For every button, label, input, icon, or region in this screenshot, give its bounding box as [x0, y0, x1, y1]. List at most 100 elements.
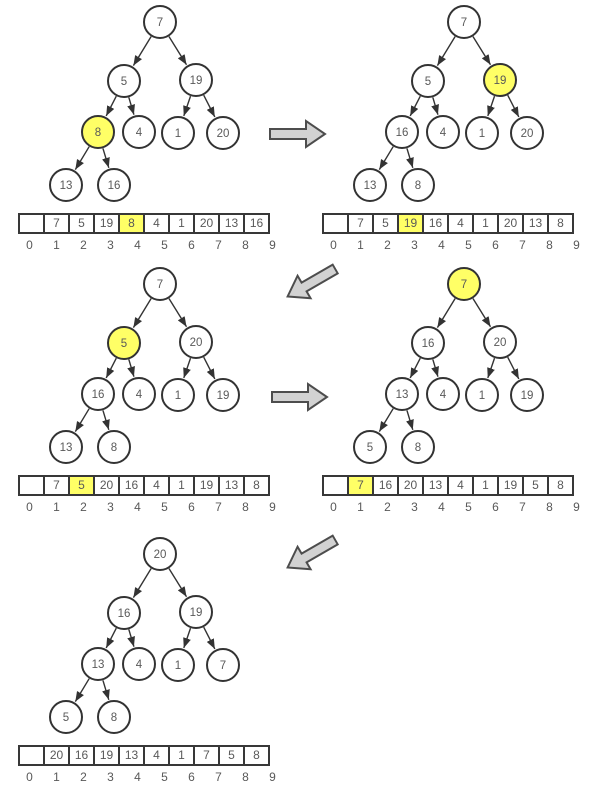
array-index-label: 2 [384, 500, 391, 514]
tree-node-value: 1 [175, 660, 181, 672]
tree-node [401, 168, 435, 202]
tree-node [465, 378, 499, 412]
array-cell: 4 [143, 213, 170, 234]
array-cell: 8 [243, 745, 270, 766]
tree-node-value: 20 [494, 337, 507, 349]
tree-node [385, 115, 419, 149]
array-index-label: 5 [161, 770, 168, 784]
tree-edge-arrow [183, 357, 192, 379]
tree-node [161, 378, 195, 412]
array-cell: 19 [497, 475, 524, 496]
tree-edge-arrow [436, 36, 456, 66]
array-cell [18, 745, 45, 766]
tree-node-highlighted [483, 63, 517, 97]
tree-node-value: 19 [494, 75, 507, 87]
array-cell [18, 475, 45, 496]
array-index-label: 8 [242, 770, 249, 784]
array-index-label: 4 [134, 238, 141, 252]
array-cell [322, 475, 349, 496]
tree-node-value: 7 [220, 660, 226, 672]
array-cell: 13 [522, 213, 549, 234]
array-index-label: 2 [80, 500, 87, 514]
tree-node-value: 20 [521, 128, 534, 140]
tree-node [122, 647, 156, 681]
array-cell: 1 [168, 745, 195, 766]
array-cell: 16 [243, 213, 270, 234]
tree-node-value: 8 [111, 442, 117, 454]
tree-edge-arrow [102, 410, 110, 430]
tree-node [483, 325, 517, 359]
tree-node-value: 20 [217, 128, 230, 140]
array-index-label: 3 [107, 500, 114, 514]
array-index-label: 0 [26, 770, 33, 784]
tree-edge-arrow [409, 95, 421, 117]
tree-node-value: 4 [136, 127, 143, 139]
tree-node [426, 115, 460, 149]
array-index-label: 4 [134, 770, 141, 784]
tree-edge-arrow [378, 408, 394, 432]
tree-node-value: 8 [95, 127, 101, 139]
tree-node [49, 700, 83, 734]
array-index-label: 5 [465, 238, 472, 252]
array-index-label: 6 [188, 500, 195, 514]
tree-node [107, 596, 141, 630]
array-cell: 4 [143, 745, 170, 766]
array-index-label: 0 [26, 238, 33, 252]
array-index-label: 8 [546, 238, 553, 252]
tree-node [411, 64, 445, 98]
tree-edge-arrow [127, 359, 135, 377]
tree-edge-arrow [183, 95, 192, 117]
array-index-label: 5 [161, 238, 168, 252]
array-cell: 16 [372, 475, 399, 496]
tree-node-value: 13 [396, 389, 409, 401]
tree-node [122, 115, 156, 149]
array-cell: 13 [218, 213, 245, 234]
tree-node-value: 5 [121, 76, 127, 88]
array-cell: 1 [472, 475, 499, 496]
tree-node [179, 63, 213, 97]
array-cell-highlighted: 19 [397, 213, 424, 234]
tree-edge-arrow [203, 94, 216, 118]
tree-node [107, 64, 141, 98]
tree-node-value: 20 [190, 337, 203, 349]
tree-edge-arrow [132, 568, 152, 598]
tree-edge-arrow [409, 357, 421, 379]
tree-edge-arrow [105, 627, 117, 649]
array-cell: 13 [422, 475, 449, 496]
tree-edge-arrow [168, 36, 188, 66]
array-cell: 7 [193, 745, 220, 766]
tree-edge-arrow [105, 95, 117, 117]
tree-node [206, 648, 240, 682]
tree-node-value: 19 [217, 390, 230, 402]
array-cell: 7 [347, 213, 374, 234]
array-index-label: 8 [242, 238, 249, 252]
tree-edge-arrow [507, 94, 520, 118]
tree-node [161, 648, 195, 682]
array-index-label: 7 [215, 238, 222, 252]
tree-edge-arrow [74, 408, 90, 432]
array-cell: 1 [168, 213, 195, 234]
array-cell: 13 [218, 475, 245, 496]
tree-node [510, 378, 544, 412]
array-cell: 4 [447, 475, 474, 496]
array-index-label: 2 [384, 238, 391, 252]
tree-node-value: 19 [190, 607, 203, 619]
tree-node [426, 377, 460, 411]
tree-node-value: 16 [396, 127, 409, 139]
tree-edge-arrow [431, 97, 439, 115]
array-index-label: 1 [53, 770, 60, 784]
tree-node [411, 326, 445, 360]
tree-node-value: 1 [175, 390, 181, 402]
array-cell: 1 [472, 213, 499, 234]
tree-edge-arrow [406, 410, 414, 430]
tree-node [97, 430, 131, 464]
array-cell: 19 [193, 475, 220, 496]
step-arrow-down-left-icon [278, 527, 343, 582]
